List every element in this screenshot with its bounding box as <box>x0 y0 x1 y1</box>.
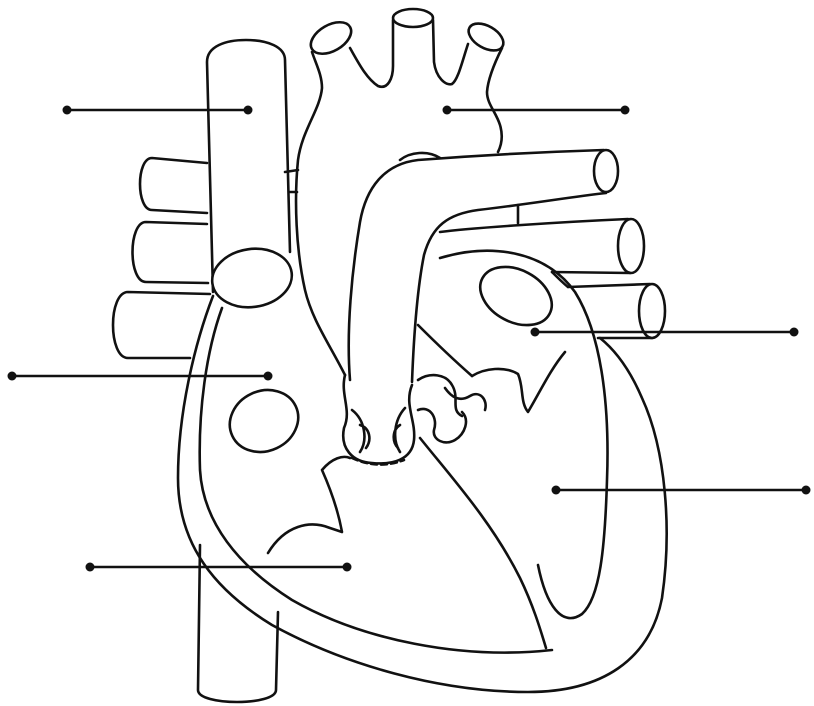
leader-dot <box>790 328 799 337</box>
aortic-valve-cusps <box>352 408 405 452</box>
heart-outer-outline <box>178 296 667 692</box>
aorta-branch-notch-1 <box>350 20 393 87</box>
left-vein-middle <box>133 222 209 283</box>
leader-2 <box>443 106 630 115</box>
right-veins <box>440 205 665 338</box>
leader-dot <box>63 106 72 115</box>
pulmonary-valve-cusps <box>418 375 486 442</box>
leader-dot <box>264 372 273 381</box>
right-ventricle-inner-wall <box>200 308 552 653</box>
aorta-left-wall <box>296 52 345 375</box>
superior-vena-cava <box>207 40 296 312</box>
leader-dot <box>443 106 452 115</box>
leader-4 <box>531 328 799 337</box>
right-vein-lower-opening <box>639 284 665 338</box>
left-vein-upper <box>140 158 207 213</box>
right-vein-upper-walls <box>440 219 630 273</box>
leader-dot <box>244 106 253 115</box>
leader-3 <box>8 372 273 381</box>
pulmonary-trunk-opening <box>594 150 618 192</box>
aortic-arch <box>296 9 508 375</box>
aorta-branch-notch-2 <box>433 20 468 84</box>
aorta-right-wall <box>487 48 502 152</box>
atrium-divider <box>418 325 472 376</box>
leader-dot <box>86 563 95 572</box>
leader-dot <box>552 486 561 495</box>
pulmonary-trunk <box>349 150 618 382</box>
superior-vena-cava-opening <box>208 244 295 313</box>
aorta-branch-2-opening <box>393 9 433 27</box>
septum <box>420 438 546 648</box>
leader-dot <box>8 372 17 381</box>
leader-dot <box>802 486 811 495</box>
leader-1 <box>63 106 253 115</box>
leader-dot <box>343 563 352 572</box>
right-atrium-oval <box>220 379 309 463</box>
inferior-vena-cava <box>198 545 278 702</box>
pulmonary-trunk-upper-wall <box>349 150 604 380</box>
valves <box>268 352 565 553</box>
leader-dot <box>621 106 630 115</box>
heart-walls <box>178 251 667 692</box>
aortic-valve-bulb <box>343 375 414 463</box>
leader-5 <box>552 486 811 495</box>
leader-lines <box>8 106 811 572</box>
leader-6 <box>86 563 352 572</box>
tricuspid-valve-cusp <box>268 457 350 553</box>
right-vein-upper-opening <box>618 219 644 273</box>
left-ventricle-inner-wall <box>440 251 608 618</box>
leader-dot <box>531 328 540 337</box>
